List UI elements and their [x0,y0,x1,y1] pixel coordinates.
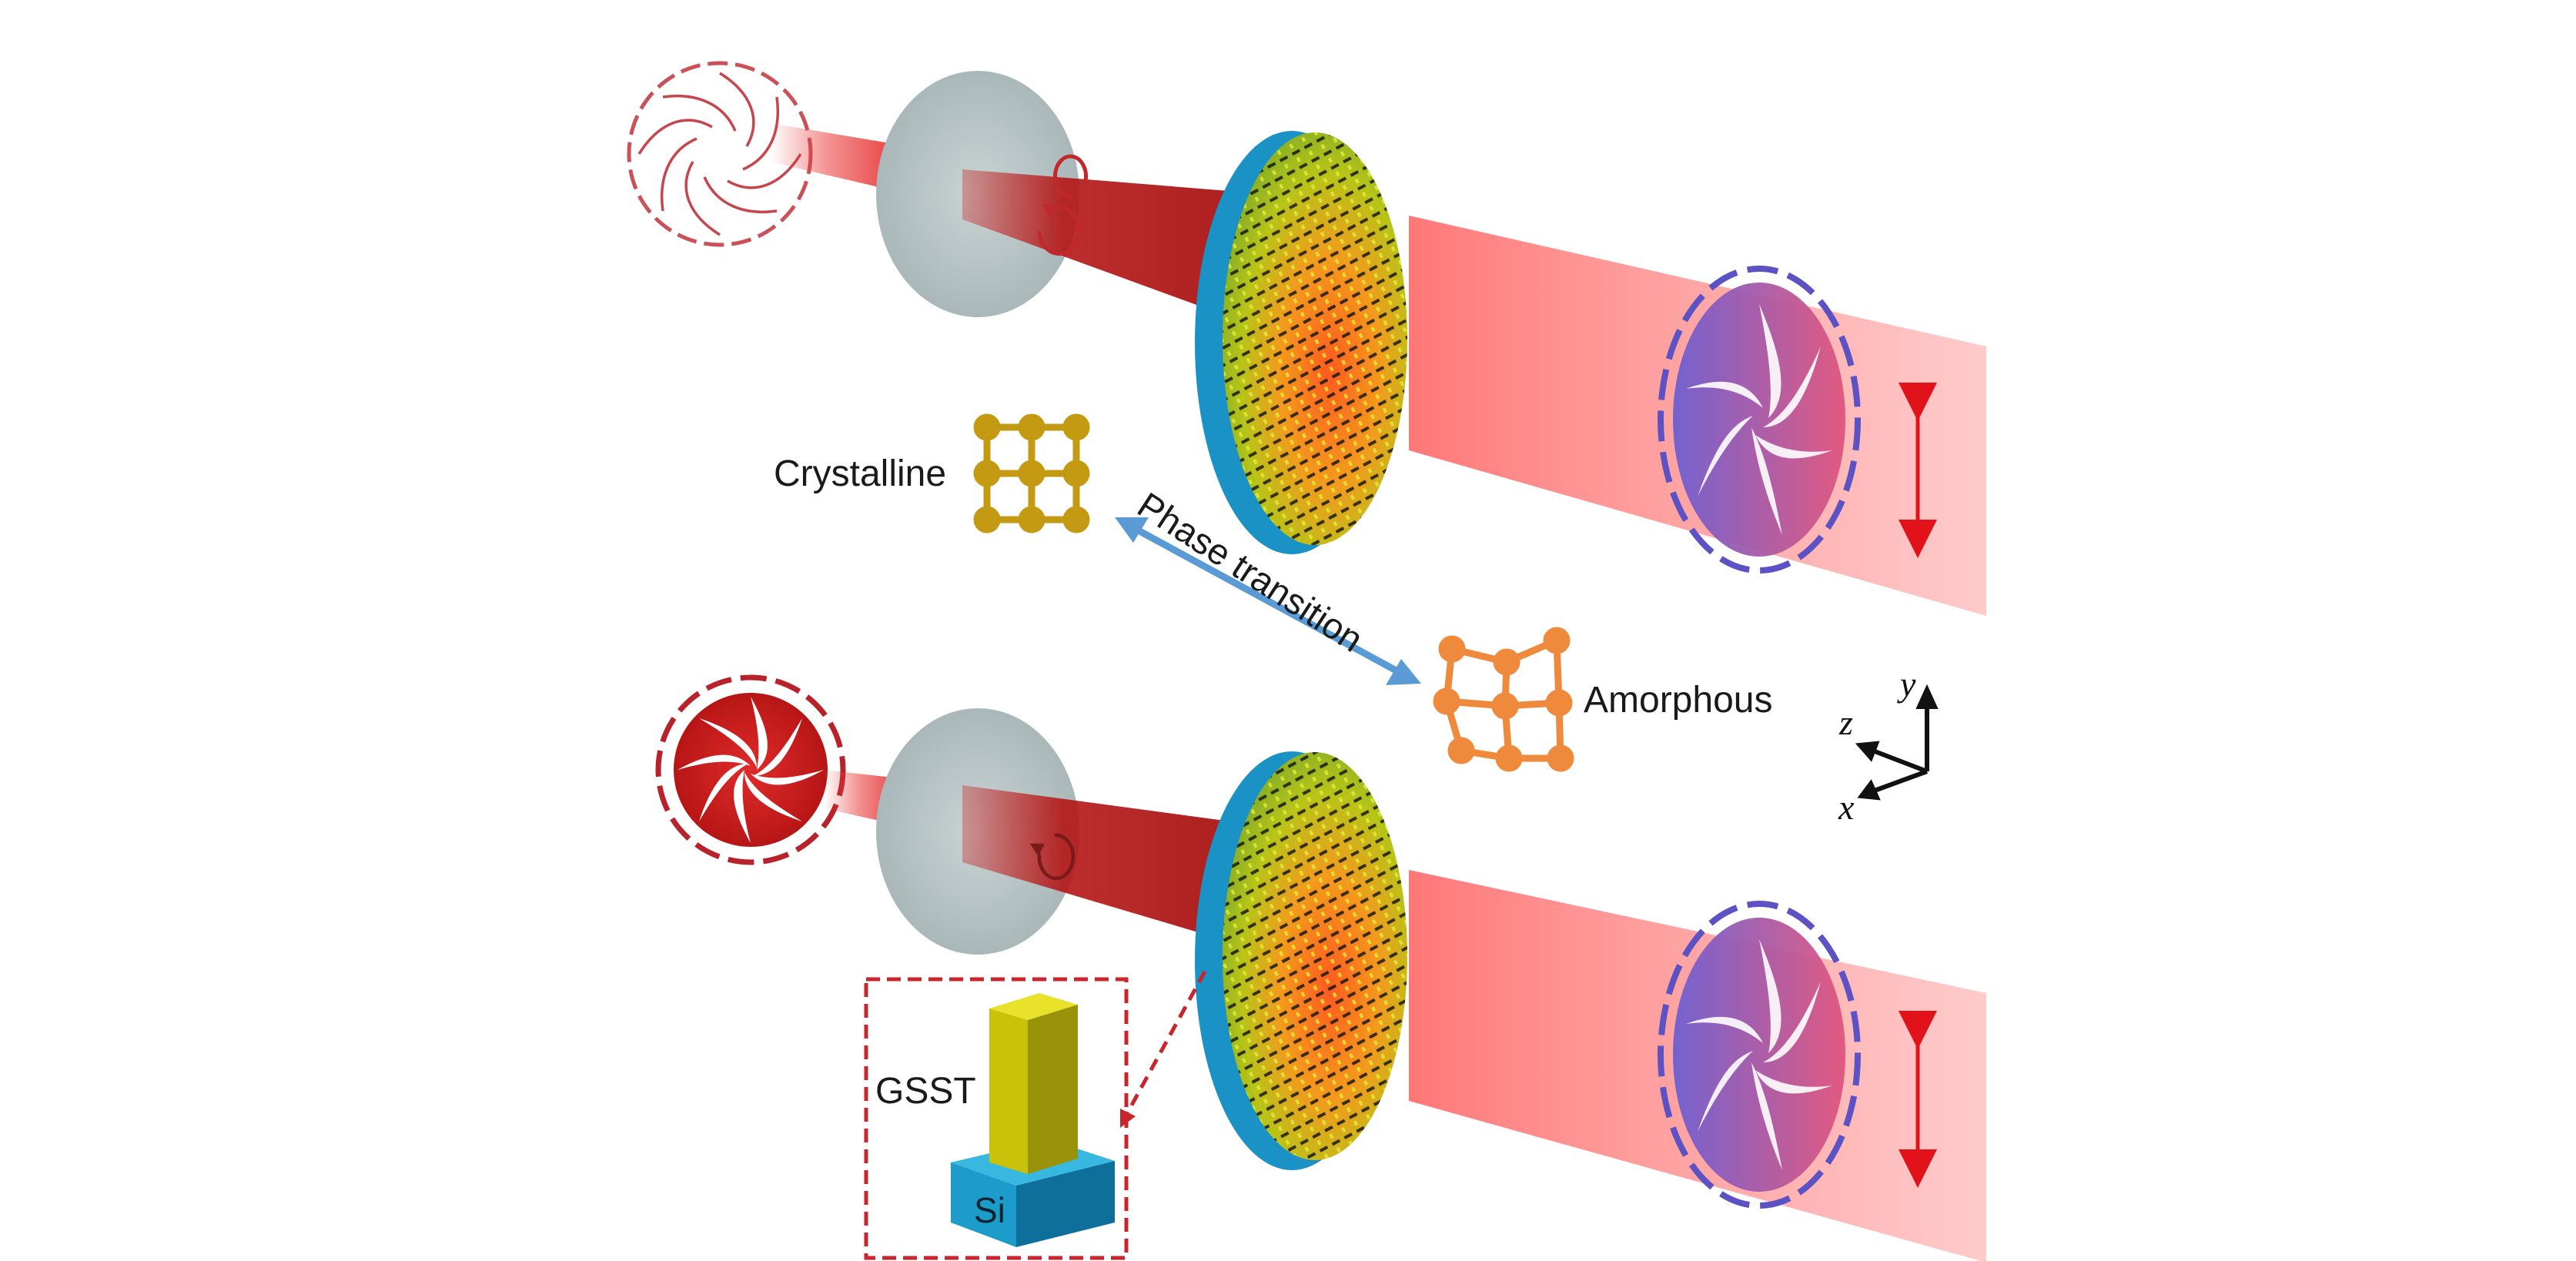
circular-polarization-icon [1037,154,1088,256]
axis-z-label: z [1839,703,1853,742]
si-label: Si [974,1190,1005,1230]
metasurface-top [1195,131,1407,554]
axis-y-label: y [1900,664,1916,704]
crystalline-label: Crystalline [774,453,947,494]
circular-polarization-icon-bottom [1029,833,1076,881]
unit-cell-inset [864,970,1207,1260]
crystal-lattice-icon [973,413,1090,534]
top-beam-path [627,61,1986,616]
gsst-label: GSST [875,1071,976,1112]
amorphous-label: Amorphous [1584,680,1773,721]
output-vortex-top [1658,266,1861,574]
bottom-beam-path [655,674,1986,1261]
axis-triad-icon [1855,684,1939,801]
gsst-pillar [989,993,1078,1174]
amorphous-lattice-icon [1433,627,1574,772]
axis-x-label: x [1838,788,1855,827]
metasurface-bottom [1195,751,1407,1170]
input-vortex-filled-bottom [655,674,846,865]
phase-transition-arrow [1115,517,1421,685]
output-vortex-bottom [1658,901,1861,1209]
